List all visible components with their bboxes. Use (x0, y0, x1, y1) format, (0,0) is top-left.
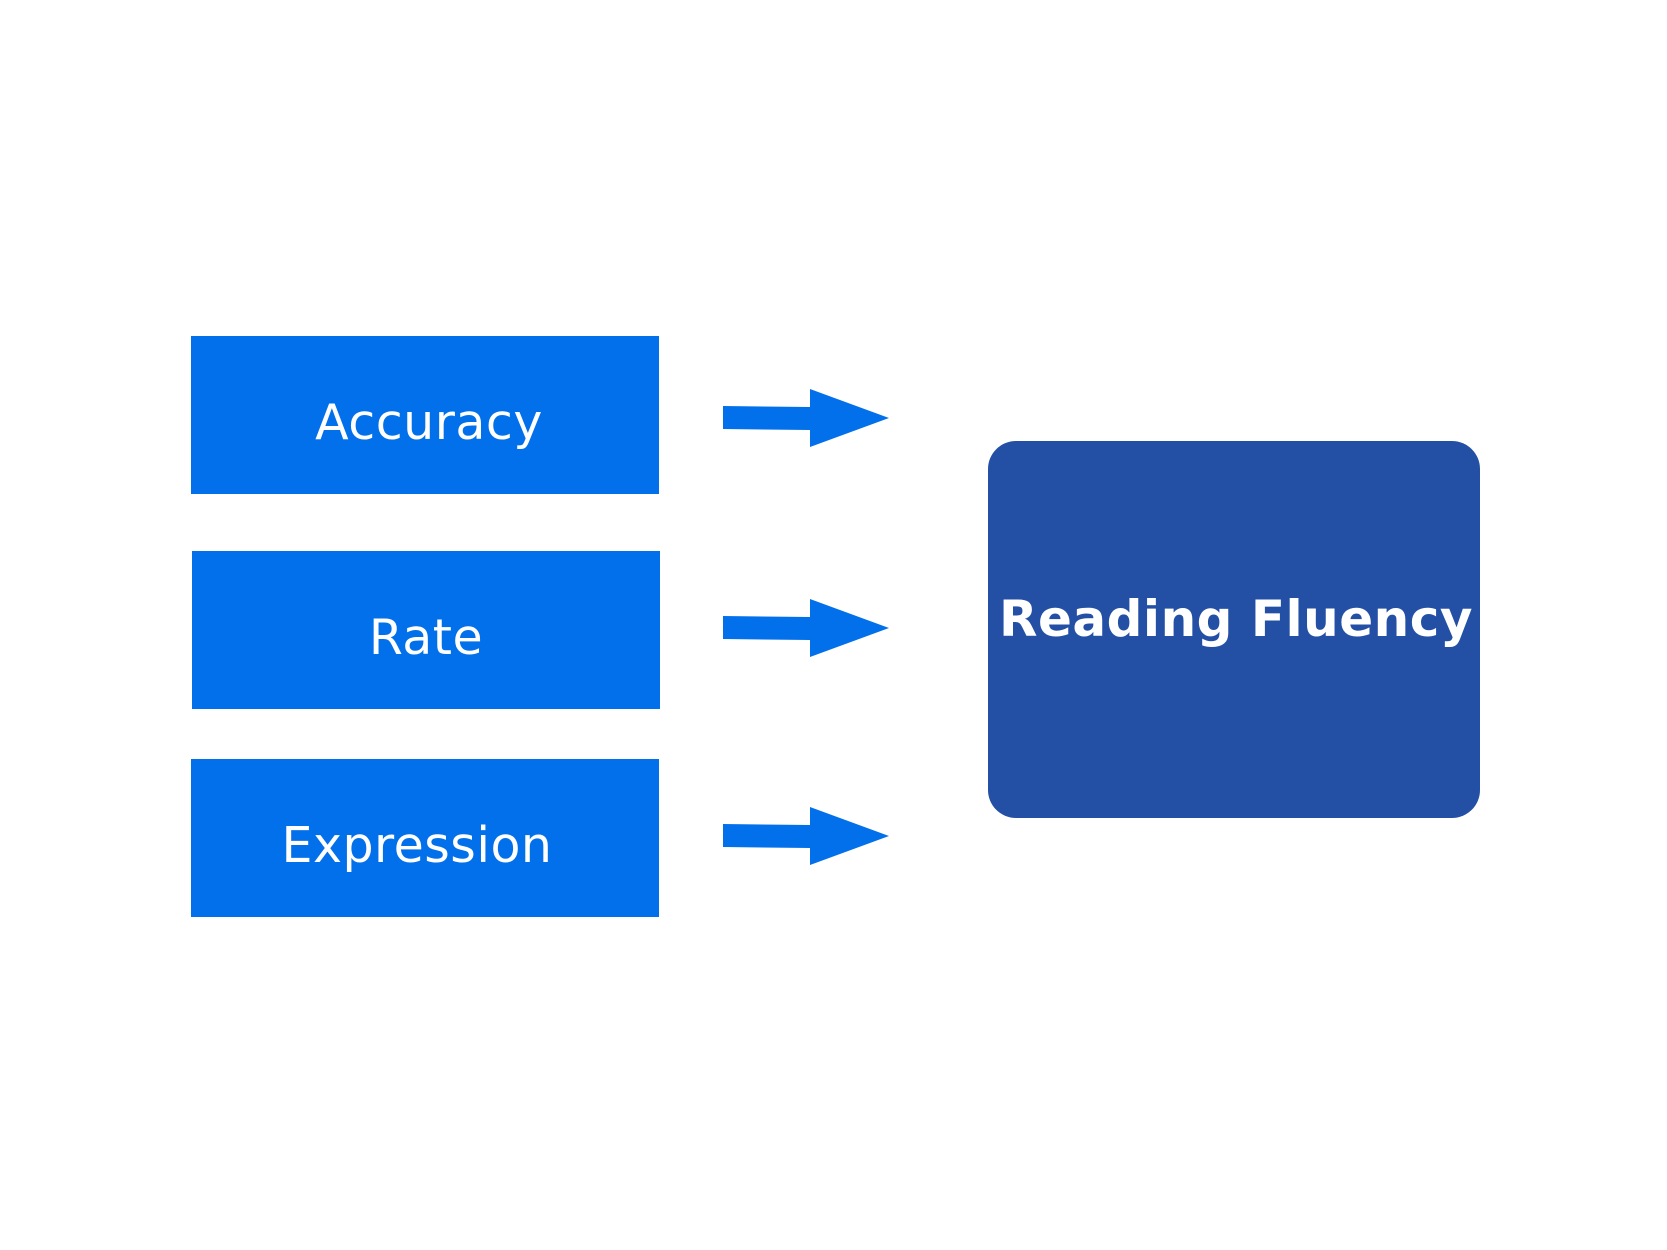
output-label: Reading Fluency (998, 589, 1473, 648)
arrow-expression-to-fluency (723, 807, 889, 865)
input-label-accuracy: Accuracy (315, 393, 543, 451)
input-label-rate: Rate (368, 608, 484, 666)
input-box-expression: Expression (191, 759, 659, 917)
input-box-accuracy: Accuracy (191, 336, 659, 494)
arrow-accuracy-to-fluency (723, 389, 889, 447)
input-label-expression: Expression (281, 816, 553, 874)
output-box-reading-fluency: Reading Fluency (988, 441, 1480, 818)
arrow-rate-to-fluency (723, 599, 889, 657)
input-box-rate: Rate (192, 551, 660, 709)
